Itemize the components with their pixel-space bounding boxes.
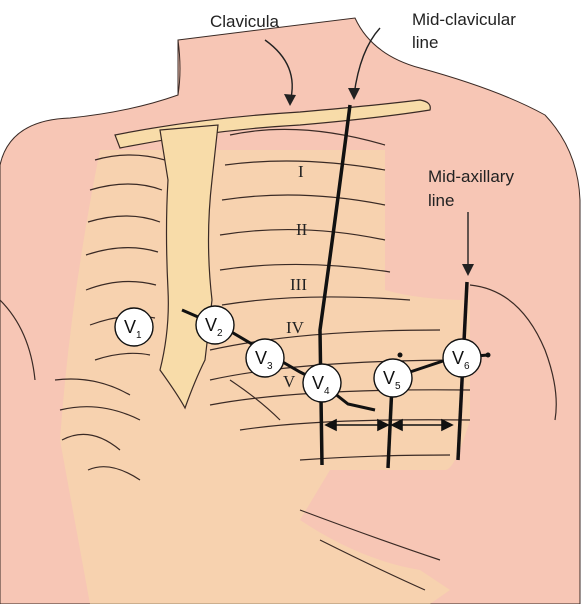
electrode-v2: V2 xyxy=(196,306,234,344)
electrode-v3: V3 xyxy=(246,339,284,377)
mid-clavicular-label-2: line xyxy=(412,33,438,52)
rib-label-2: II xyxy=(296,220,308,239)
rib-label-3: III xyxy=(290,275,307,294)
mid-axillary-label-1: Mid-axillary xyxy=(428,167,514,186)
mid-axillary-label-2: line xyxy=(428,191,454,210)
electrode-v6: V6 xyxy=(443,339,481,377)
clavicula-label: Clavicula xyxy=(210,12,280,31)
rib-label-5: V xyxy=(283,372,296,391)
electrode-v5: V5 xyxy=(374,359,412,397)
marker-dot xyxy=(398,353,403,358)
mid-clavicular-label-1: Mid-clavicular xyxy=(412,10,516,29)
electrode-v4: V4 xyxy=(303,364,341,402)
rib-label-4: IV xyxy=(286,318,305,337)
marker-dot xyxy=(486,353,491,358)
rib-label-1: I xyxy=(298,162,304,181)
electrode-v1: V1 xyxy=(115,308,153,346)
